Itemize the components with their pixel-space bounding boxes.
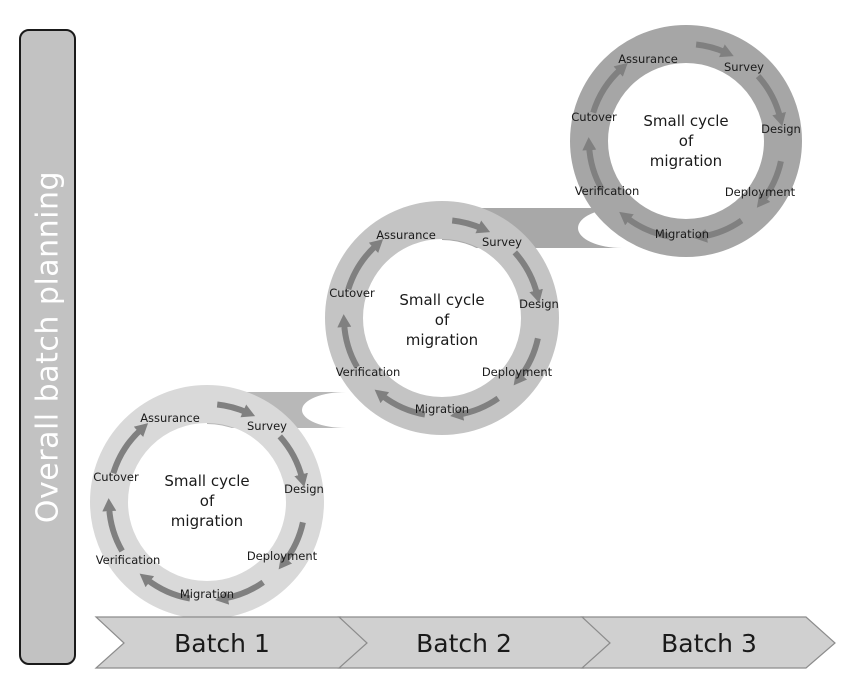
cycle-arrow-7 (590, 62, 628, 114)
batch-timeline: Batch 1 Batch 2 Batch 3 (94, 616, 836, 669)
cycle-batch-3: Small cycle of migration Assurance Surve… (570, 25, 802, 257)
cycle-arrow-2 (512, 250, 543, 304)
cycle-batch-2: Small cycle of migration Assurance Surve… (325, 201, 559, 435)
step-label-migration: Migration (180, 587, 234, 601)
step-label-deployment: Deployment (247, 549, 318, 563)
step-label-survey: Survey (724, 60, 764, 74)
step-label-assurance: Assurance (140, 411, 200, 425)
cycle-inner (364, 240, 520, 396)
cycle-arrows (102, 401, 308, 605)
cycle-arrow-6 (582, 137, 605, 192)
batch-label-1: Batch 1 (174, 629, 270, 658)
cycle-inner (609, 64, 763, 218)
step-label-survey: Survey (247, 419, 287, 433)
step-label-verification: Verification (575, 184, 640, 198)
step-label-deployment: Deployment (725, 185, 796, 199)
cycle-center-line-1: Small cycle (399, 291, 484, 309)
cycle-arrow-2 (755, 74, 786, 127)
cycle-arrow-5 (139, 573, 191, 602)
step-label-assurance: Assurance (618, 52, 678, 66)
step-label-migration: Migration (655, 227, 709, 241)
cycle-center-line-1: Small cycle (164, 472, 249, 490)
cycle-arrow-4 (215, 579, 265, 605)
cycle-arrow-1 (216, 401, 256, 418)
step-label-deployment: Deployment (482, 365, 553, 379)
step-label-assurance: Assurance (376, 228, 436, 242)
side-bar: Overall batch planning (19, 29, 76, 665)
step-label-cutover: Cutover (571, 110, 617, 124)
cycle-center-line-2: of (200, 492, 215, 510)
cycle-arrow-7 (110, 423, 149, 475)
batch-chevron-3: Batch 3 (580, 616, 836, 669)
cycle-arrow-3 (513, 337, 541, 386)
cycle-arrow-5 (619, 211, 670, 240)
cycle-arrow-7 (345, 239, 384, 291)
cycle-arrow-5 (374, 389, 426, 418)
cycle-arrow-6 (337, 314, 360, 369)
cycle-arrows (337, 217, 543, 421)
cycle-arrows (582, 41, 786, 243)
step-label-design: Design (284, 482, 324, 496)
cycle-arrow-2 (277, 434, 308, 488)
batch-label-3: Batch 3 (661, 629, 757, 658)
cycle-center-line-3: migration (406, 331, 478, 349)
cycle-arrow-1 (695, 41, 734, 58)
step-label-verification: Verification (96, 553, 161, 567)
batch-chevron-1: Batch 1 (94, 616, 371, 669)
cycle-arrow-4 (450, 395, 500, 421)
batch-label-2: Batch 2 (416, 629, 512, 658)
cycle-arrow-6 (102, 498, 125, 553)
cycle-center-line-2: of (679, 132, 694, 150)
step-label-design: Design (761, 122, 801, 136)
cycle-arrow-4 (693, 218, 744, 243)
step-label-cutover: Cutover (329, 286, 375, 300)
cycle-center-line-1: Small cycle (643, 112, 728, 130)
cycle-batch-1: Small cycle of migration Assurance Surve… (90, 385, 324, 619)
step-label-cutover: Cutover (93, 470, 139, 484)
cycle-center-line-2: of (435, 311, 450, 329)
step-label-verification: Verification (336, 365, 401, 379)
step-label-survey: Survey (482, 235, 522, 249)
cycle-center-line-3: migration (650, 152, 722, 170)
step-label-migration: Migration (415, 402, 469, 416)
step-label-design: Design (519, 297, 559, 311)
cycle-arrow-3 (278, 521, 306, 570)
chevron-shape (580, 616, 836, 669)
cycle-center-line-3: migration (171, 512, 243, 530)
batch-chevron-2: Batch 2 (337, 616, 614, 669)
cycle-inner (129, 424, 285, 580)
cycle-arrow-3 (756, 160, 784, 208)
cycle-arrow-1 (451, 217, 491, 234)
